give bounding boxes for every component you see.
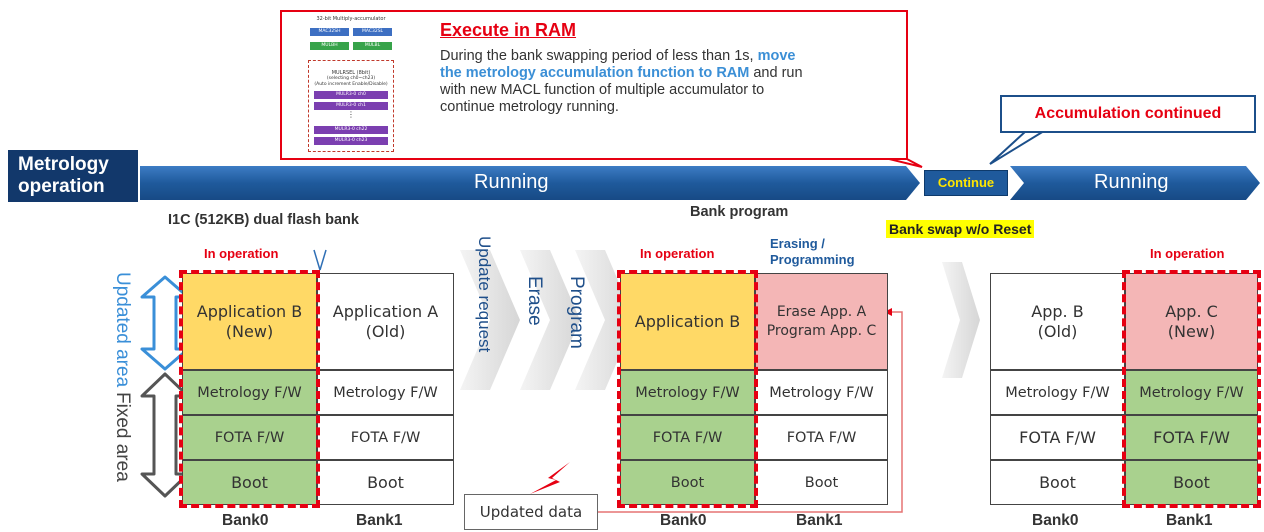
bank-cell: Boot bbox=[620, 460, 755, 505]
erase-app-text: Erase App. A bbox=[776, 303, 867, 320]
step-arrow-1 bbox=[460, 250, 520, 390]
bank-cell: Boot bbox=[1125, 460, 1258, 505]
metrology-operation-label: Metrology operation bbox=[8, 150, 138, 202]
bank-cell: Boot bbox=[317, 460, 454, 505]
callout-body: During the bank swapping period of less … bbox=[440, 48, 820, 116]
bank-cell: Boot bbox=[755, 460, 888, 505]
bank-cell: Application A (Old) bbox=[317, 273, 454, 370]
bank-cell: FOTA F/W bbox=[317, 415, 454, 460]
bank-swap-label: Bank swap w/o Reset bbox=[886, 220, 1035, 238]
bank-cell: Metrology F/W bbox=[990, 370, 1125, 415]
bank-pointer bbox=[313, 249, 327, 271]
bank-cell: Boot bbox=[990, 460, 1125, 505]
bank-cell: FOTA F/W bbox=[620, 415, 755, 460]
bank1-label: Bank1 bbox=[796, 512, 843, 529]
bank-program-header: Bank program bbox=[690, 204, 789, 220]
mac-channel: MULR3-0 ch22 bbox=[314, 126, 388, 134]
updated-data-connector bbox=[598, 311, 903, 513]
mac-channel: MULR3-0 ch0 bbox=[314, 91, 388, 99]
step-arrow-2 bbox=[520, 250, 580, 390]
continue-label: Continue bbox=[924, 170, 1008, 196]
mac-block: MAC32SH bbox=[310, 28, 349, 36]
bank1-label: Bank1 bbox=[356, 512, 403, 529]
callout-title: Execute in RAM bbox=[440, 20, 577, 40]
bank-cell: FOTA F/W bbox=[1125, 415, 1258, 460]
accumulation-pointer bbox=[989, 130, 1048, 165]
mac-sel-label: MULRSEL (8bit) bbox=[331, 70, 371, 76]
program-app-text: Program App. C bbox=[766, 322, 877, 339]
mac-block: MULBL bbox=[353, 42, 392, 50]
running-label: Running bbox=[1094, 171, 1169, 193]
program-step: Program bbox=[566, 276, 587, 349]
lightning-icon bbox=[530, 462, 570, 494]
mac-block: MAC32SL bbox=[353, 28, 392, 36]
callout-highlight: move the metrology accumulation function… bbox=[440, 48, 796, 81]
mac-channel: MULR3-0 ch23 bbox=[314, 137, 388, 145]
bank-cell: FOTA F/W bbox=[182, 415, 317, 460]
swap-arrow bbox=[942, 262, 980, 378]
bank-cell: Application B bbox=[620, 273, 755, 370]
running-bar-2 bbox=[1010, 166, 1260, 200]
bank1-label: Bank1 bbox=[1166, 512, 1213, 529]
mac-block: MULBH bbox=[310, 42, 349, 50]
erase-step: Erase bbox=[524, 276, 545, 326]
updated-data-box: Updated data bbox=[464, 494, 598, 530]
accumulation-callout: Accumulation continued bbox=[1000, 95, 1256, 133]
active-bank-outline bbox=[617, 270, 758, 508]
connector-arrowhead bbox=[884, 308, 892, 316]
in-operation-label: In operation bbox=[204, 246, 279, 261]
running-bar-1 bbox=[140, 166, 920, 200]
active-bank-outline bbox=[1122, 270, 1261, 508]
bank-cell: FOTA F/W bbox=[755, 415, 888, 460]
bank-cell: Metrology F/W bbox=[1125, 370, 1258, 415]
bank0-label: Bank0 bbox=[1032, 512, 1079, 529]
in-operation-label: In operation bbox=[1150, 246, 1225, 261]
erase-program-cell: Erase App. A Program App. C bbox=[755, 273, 888, 370]
bank0-label: Bank0 bbox=[222, 512, 269, 529]
updated-area-label: Updated area bbox=[112, 272, 133, 388]
dual-flash-header: I1C (512KB) dual flash bank bbox=[168, 212, 359, 228]
in-operation-label: In operation bbox=[640, 246, 715, 261]
bank-cell: Boot bbox=[182, 460, 317, 505]
mac-channel: MULR3-0 ch1 bbox=[314, 102, 388, 110]
running-label: Running bbox=[474, 171, 549, 193]
callout-text: During the bank swapping period of less … bbox=[440, 48, 758, 64]
bank0-label: Bank0 bbox=[660, 512, 707, 529]
bank-cell: Metrology F/W bbox=[620, 370, 755, 415]
mac-sel-label: (selecting ch0~ch23) bbox=[326, 76, 376, 81]
bank-cell: App. B (Old) bbox=[990, 273, 1125, 370]
mac-title: 32-bit Multiply-accumulator bbox=[316, 16, 386, 22]
bank-cell: Metrology F/W bbox=[182, 370, 317, 415]
bank-cell: FOTA F/W bbox=[990, 415, 1125, 460]
callout-text: and run with new MACL function of multip… bbox=[440, 65, 803, 115]
erasing-programming-label: Erasing / Programming bbox=[770, 236, 855, 267]
active-bank-outline bbox=[179, 270, 320, 508]
bank-cell: Metrology F/W bbox=[755, 370, 888, 415]
mac-sel-label: (Auto increment Enable/Disable) bbox=[314, 82, 388, 87]
fixed-area-label: Fixed area bbox=[112, 392, 133, 482]
update-request-step: Update request bbox=[475, 236, 494, 353]
bank-cell: Metrology F/W bbox=[317, 370, 454, 415]
mac-ellipsis: ⋮ bbox=[347, 110, 355, 119]
mac-diagram: 32-bit Multiply-accumulator MAC32SH MAC3… bbox=[308, 16, 394, 152]
